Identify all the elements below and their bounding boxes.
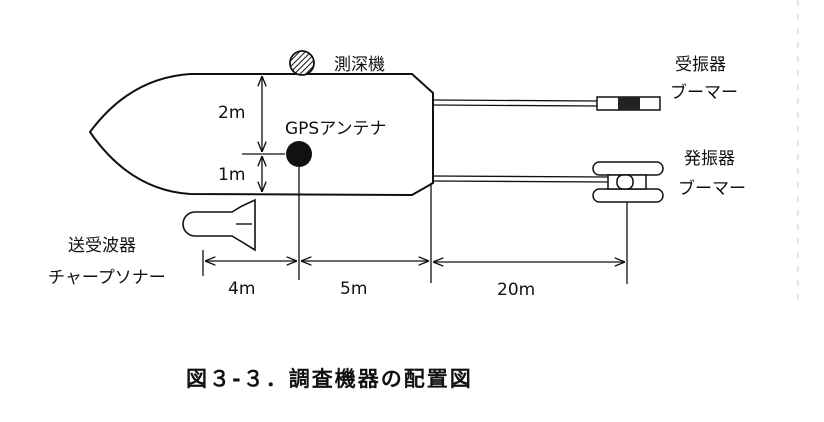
figure-caption: 図３-３．調査機器の配置図 [186,367,473,391]
dimension-20m-label: 20m [497,280,535,300]
transmitter-cable [432,175,611,178]
receiver-cable [432,99,598,102]
chirp-sonar-icon [182,198,256,252]
depth-sounder-label: 測深機 [334,55,385,75]
boat-hull [88,73,434,197]
dimension-4m-label: 4m [228,279,255,299]
transmitter-boomer-icon [592,161,664,203]
gps-antenna-icon [286,141,312,167]
receiver-boomer-icon [596,96,661,111]
gps-antenna-label: GPSアンテナ [285,119,387,139]
sonar-label-line1: 送受波器 [68,236,136,256]
height-lower-label: 1m [218,165,245,185]
height-upper-label: 2m [218,103,245,123]
transmitter-label-line1: 発振器 [684,149,735,169]
dimension-5m-label: 5m [340,279,367,299]
transmitter-cable-inner [432,180,611,183]
depth-sounder-icon [289,50,315,76]
receiver-cable-inner [432,104,598,107]
transmitter-label-line2: ブーマー [678,178,746,199]
receiver-label-line1: 受振器 [675,55,726,75]
sonar-label-line2: チャープソナー [48,268,166,288]
receiver-label-line2: ブーマー [670,82,738,103]
